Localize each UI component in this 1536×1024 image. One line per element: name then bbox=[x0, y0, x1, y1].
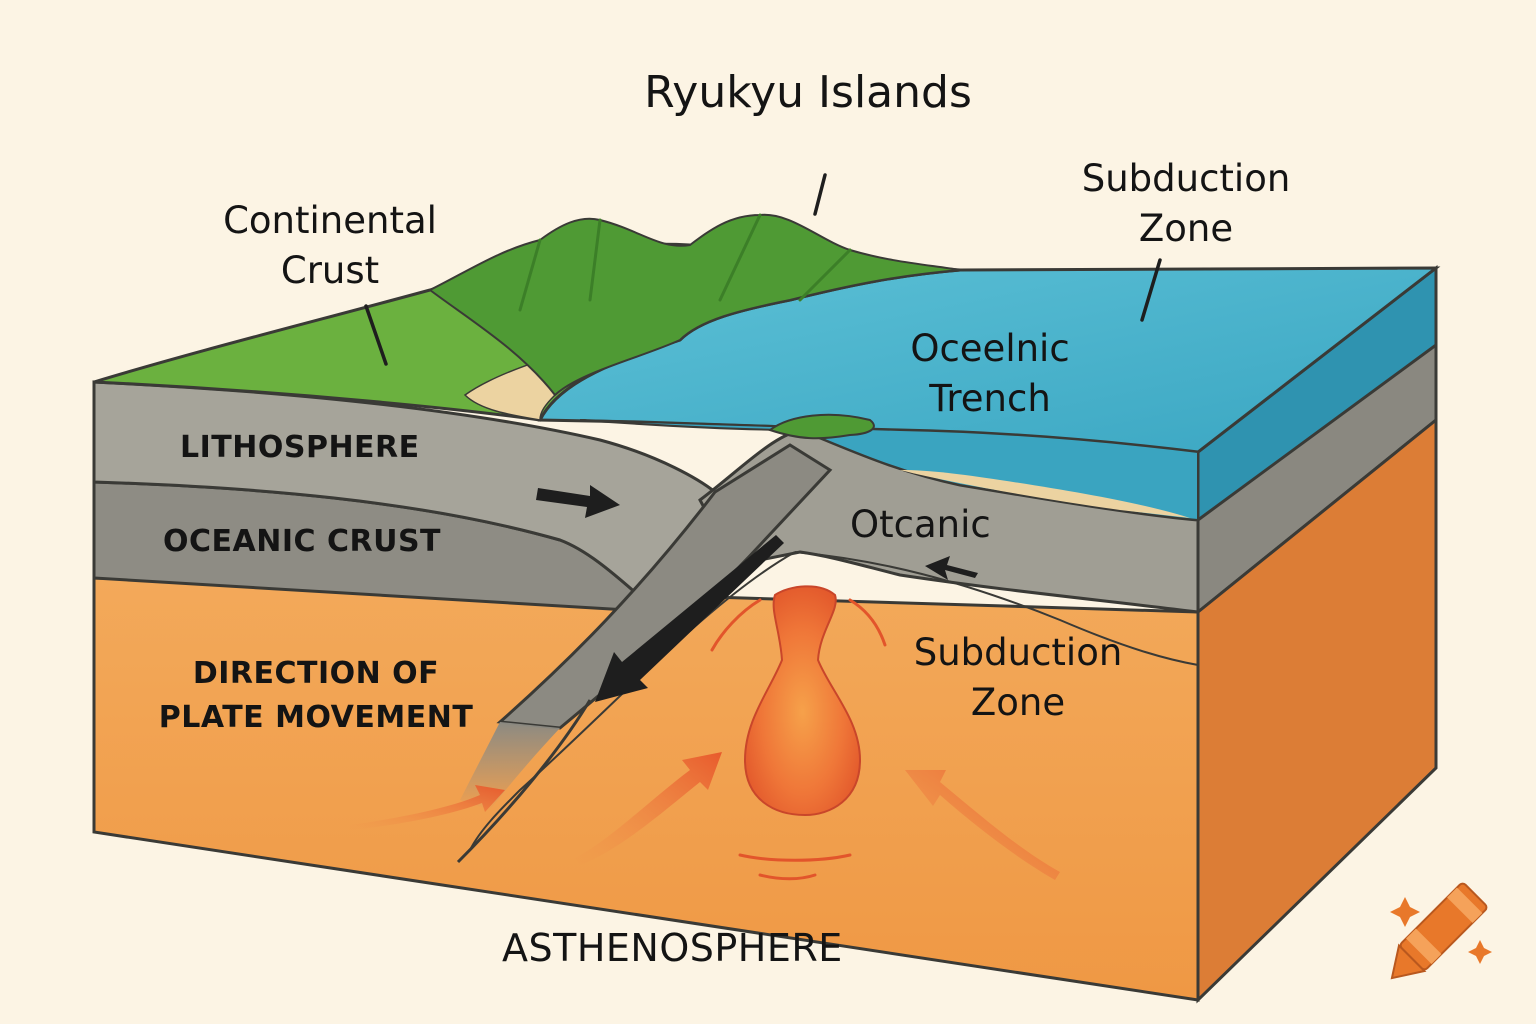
label-plate-movement: DIRECTION OF PLATE MOVEMENT bbox=[158, 656, 474, 735]
arrow-right-icon bbox=[536, 485, 620, 518]
label-continental-crust: Continental Crust bbox=[223, 199, 437, 292]
beach-front bbox=[900, 470, 1190, 518]
leader-lines bbox=[364, 173, 1162, 366]
magma-plume bbox=[743, 585, 862, 817]
block-side-face bbox=[1196, 264, 1438, 1004]
label-subduction-zone-top: Subduction Zone bbox=[1081, 157, 1291, 250]
label-oceanic-crust: OCEANIC CRUST bbox=[163, 524, 442, 559]
label-lithosphere: LITHOSPHERE bbox=[180, 430, 420, 465]
arrow-left-icon bbox=[925, 556, 978, 580]
label-oceanic-trench: Oceelnic Trench bbox=[910, 327, 1070, 420]
label-asthenosphere: ASTHENOSPHERE bbox=[502, 926, 843, 970]
slab-boundary-left bbox=[456, 699, 592, 864]
convection-arrows bbox=[350, 752, 1060, 880]
mountain-range bbox=[428, 213, 961, 397]
label-otcanic: Otcanic bbox=[850, 503, 991, 546]
diagram-title: Ryukyu Islands bbox=[644, 67, 972, 118]
slab-boundary-right bbox=[469, 551, 796, 851]
mantle-dome-line bbox=[794, 551, 1199, 666]
trench-island bbox=[767, 413, 875, 440]
label-subduction-zone-mid: Subduction Zone bbox=[913, 631, 1123, 724]
crayon-sparkle-icon bbox=[1390, 882, 1492, 980]
movement-arrows bbox=[536, 485, 978, 702]
mountain-ridges bbox=[518, 213, 852, 312]
magma-swirls bbox=[710, 598, 887, 881]
arrow-down-left-icon bbox=[595, 535, 784, 702]
